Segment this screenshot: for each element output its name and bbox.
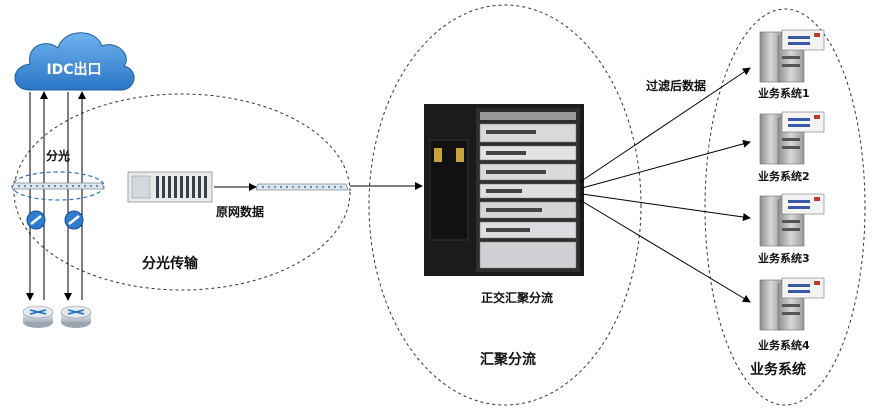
system-label-4: 业务系统4	[758, 338, 810, 352]
server-icon	[759, 193, 825, 247]
system-label-3: 业务系统3	[758, 251, 810, 265]
switch-chassis-icon	[424, 104, 584, 276]
splitter-icon	[11, 182, 105, 190]
server-icon	[759, 111, 825, 165]
cloud-label: IDC出口	[46, 61, 101, 78]
filtered-data-arrows	[579, 67, 751, 303]
server-icon	[759, 29, 825, 83]
uplink-lines	[29, 91, 86, 300]
business-systems-label: 业务系统	[750, 361, 806, 378]
split-transmission-zone	[13, 93, 351, 291]
raw-data-label: 原网数据	[216, 204, 264, 219]
splitter-icon	[255, 183, 349, 191]
aggregation-label: 汇聚分流	[480, 351, 536, 368]
cloud-icon	[14, 32, 135, 91]
system-label-1: 业务系统1	[758, 86, 810, 100]
business-systems-zone	[704, 8, 866, 406]
router-icon	[22, 305, 54, 328]
server-icon	[759, 277, 825, 331]
filtered-data-label: 过滤后数据	[646, 78, 706, 93]
split-transmission-label: 分光传输	[142, 255, 199, 272]
downlink-arrows	[26, 250, 72, 301]
system-label-2: 业务系统2	[758, 169, 810, 183]
splitter-highlight	[11, 171, 105, 201]
coupler-icon	[26, 210, 46, 230]
collector-device-icon	[127, 171, 213, 203]
coupler-icon	[64, 210, 84, 230]
aggregation-zone	[368, 4, 642, 406]
router-icon	[60, 305, 92, 328]
orthogonal-aggregation-label: 正交汇聚分流	[481, 290, 553, 305]
split-label: 分光	[46, 148, 70, 163]
